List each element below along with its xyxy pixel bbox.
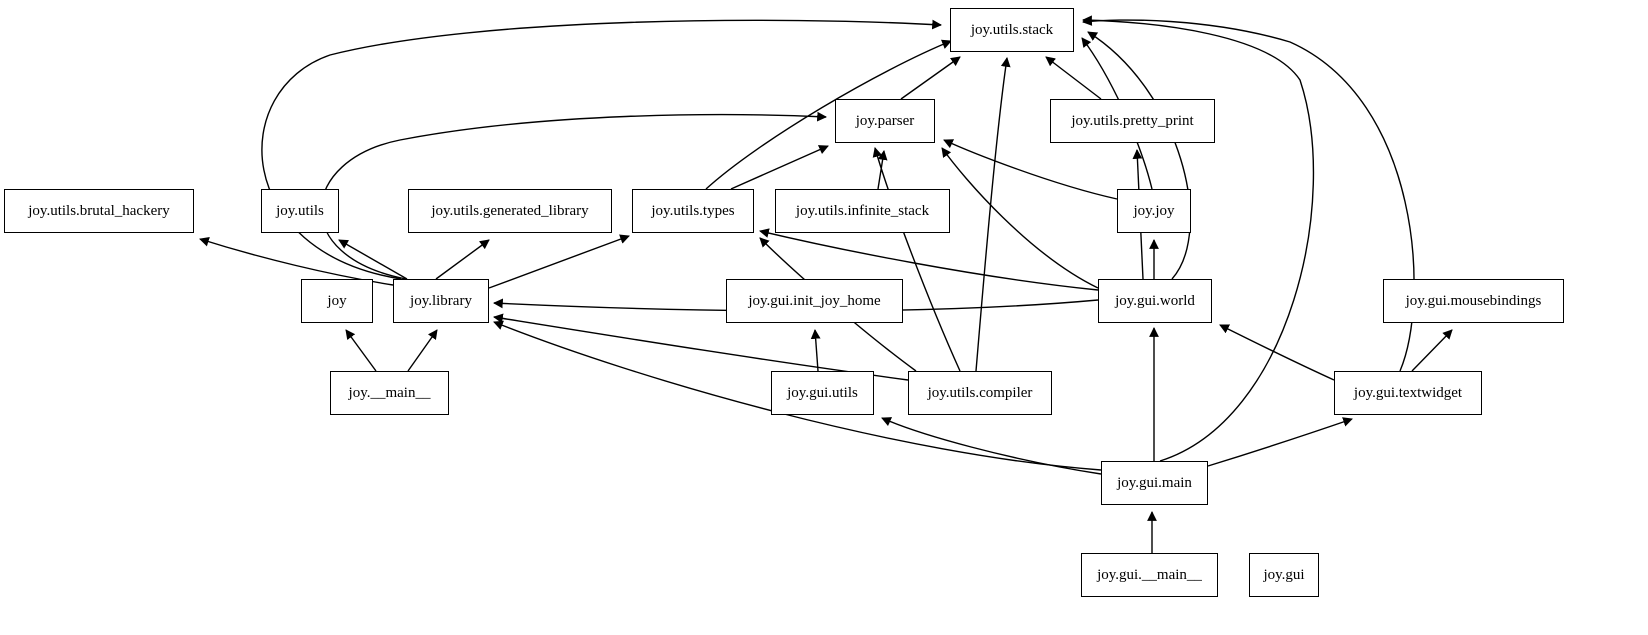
node-joy-parser[interactable]: joy.parser xyxy=(835,99,935,143)
node-joy-gui-textwidget[interactable]: joy.gui.textwidget xyxy=(1334,371,1482,415)
node-joy-utils[interactable]: joy.utils xyxy=(261,189,339,233)
node-label: joy.utils.types xyxy=(651,202,735,219)
node-joy[interactable]: joy xyxy=(301,279,373,323)
node-joy-gui-main[interactable]: joy.gui.main xyxy=(1101,461,1208,505)
node-label: joy.utils.pretty_print xyxy=(1071,112,1194,129)
node-joy-gui-world[interactable]: joy.gui.world xyxy=(1098,279,1212,323)
node-label: joy.utils.generated_library xyxy=(431,202,589,219)
node-label: joy.__main__ xyxy=(348,384,431,401)
node-label: joy.gui xyxy=(1263,566,1305,583)
node-label: joy.gui.textwidget xyxy=(1353,384,1463,401)
node-joy-main-dunder[interactable]: joy.__main__ xyxy=(330,371,449,415)
node-joy-gui-init-joy-home[interactable]: joy.gui.init_joy_home xyxy=(726,279,903,323)
node-label: joy.gui.world xyxy=(1115,292,1195,309)
node-joy-utils-stack[interactable]: joy.utils.stack xyxy=(950,8,1074,52)
node-joy-gui-mousebindings[interactable]: joy.gui.mousebindings xyxy=(1383,279,1564,323)
node-joy-joy[interactable]: joy.joy xyxy=(1117,189,1191,233)
node-label: joy.joy xyxy=(1133,202,1175,219)
node-label: joy xyxy=(327,292,347,309)
node-joy-utils-infinite-stack[interactable]: joy.utils.infinite_stack xyxy=(775,189,950,233)
node-label: joy.utils.infinite_stack xyxy=(795,202,930,219)
node-label: joy.utils.stack xyxy=(970,21,1054,38)
node-label: joy.utils.compiler xyxy=(927,384,1033,401)
node-joy-utils-pretty-print[interactable]: joy.utils.pretty_print xyxy=(1050,99,1215,143)
node-label: joy.parser xyxy=(855,112,915,129)
node-joy-library[interactable]: joy.library xyxy=(393,279,489,323)
node-label: joy.library xyxy=(410,292,472,309)
node-joy-utils-compiler[interactable]: joy.utils.compiler xyxy=(908,371,1052,415)
node-joy-utils-brutal-hackery[interactable]: joy.utils.brutal_hackery xyxy=(4,189,194,233)
node-joy-utils-types[interactable]: joy.utils.types xyxy=(632,189,754,233)
node-label: joy.utils xyxy=(276,202,324,219)
node-label: joy.gui.__main__ xyxy=(1097,566,1202,583)
node-label: joy.gui.init_joy_home xyxy=(748,292,881,309)
node-joy-gui-main-dunder[interactable]: joy.gui.__main__ xyxy=(1081,553,1218,597)
node-label: joy.gui.utils xyxy=(787,384,858,401)
node-joy-utils-generated-library[interactable]: joy.utils.generated_library xyxy=(408,189,612,233)
node-label: joy.utils.brutal_hackery xyxy=(28,202,170,219)
node-label: joy.gui.mousebindings xyxy=(1405,292,1542,309)
node-label: joy.gui.main xyxy=(1117,474,1192,491)
node-joy-gui-utils[interactable]: joy.gui.utils xyxy=(771,371,874,415)
node-joy-gui[interactable]: joy.gui xyxy=(1249,553,1319,597)
